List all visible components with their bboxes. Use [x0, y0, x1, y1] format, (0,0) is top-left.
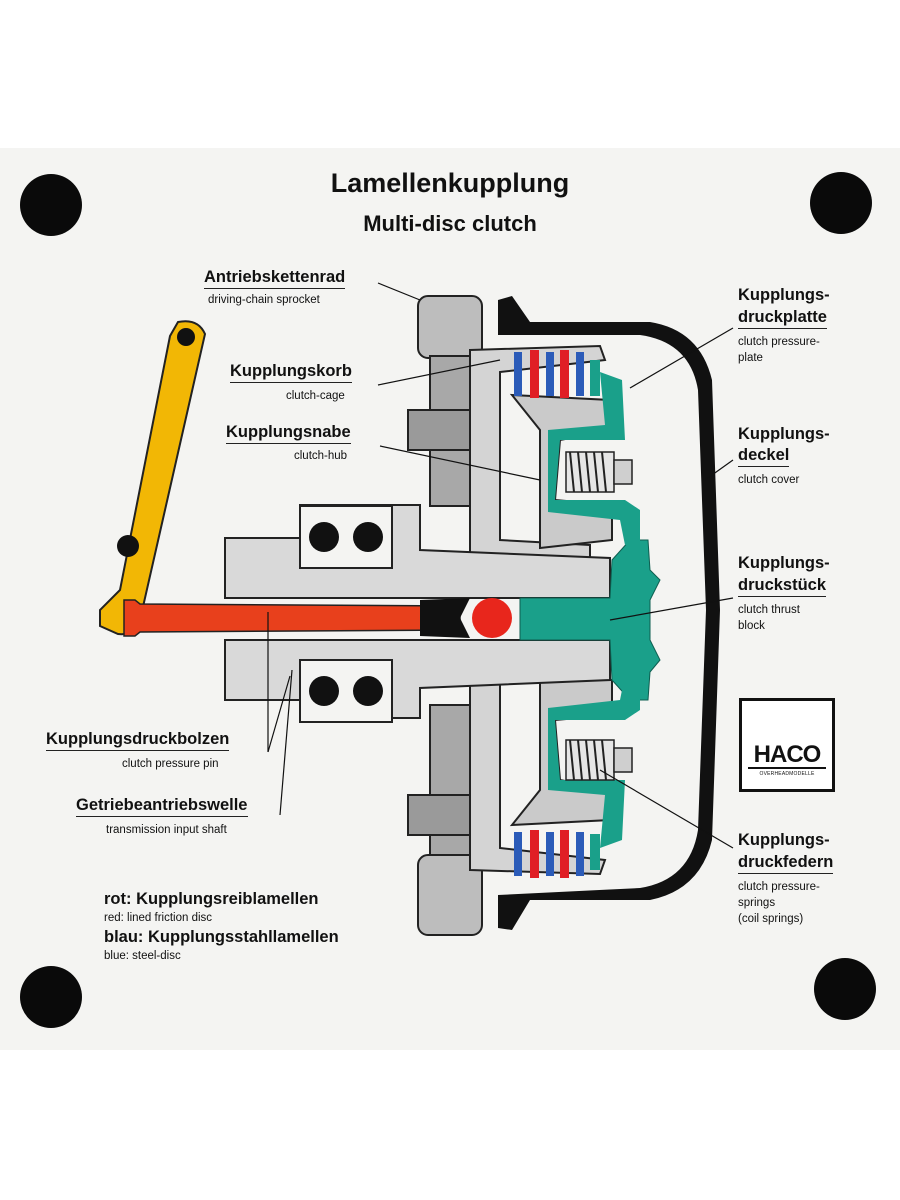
diagram-subtitle: Multi-disc clutch: [363, 211, 537, 236]
label-clutch-cage: Kupplungskorb: [230, 362, 352, 383]
mount-hole-bottom-left: [20, 966, 82, 1028]
label-pressure-springs-en-2: springs: [738, 897, 776, 909]
disc-pack-upper: [514, 350, 600, 398]
lever-pivot-middle: [117, 535, 139, 557]
label-clutch-cover-en: clutch cover: [738, 474, 800, 486]
label-clutch-hub: Kupplungsnabe: [226, 423, 351, 444]
label-pressure-pin-en: clutch pressure pin: [122, 758, 219, 770]
label-pressure-plate-1: Kupplungs-: [738, 286, 830, 304]
logo-wordmark: HACO: [753, 741, 822, 768]
label-thrust-block-1: Kupplungs-: [738, 554, 830, 572]
legend-blue-en: blue: steel-disc: [104, 950, 181, 962]
legend-red-en: red: lined friction disc: [104, 912, 213, 924]
label-sprocket-en: driving-chain sprocket: [208, 294, 320, 306]
haco-logo: HACO OVERHEADMODELLE: [739, 698, 835, 792]
pressure-pin-ball: [472, 598, 512, 638]
coil-spring-lower: [565, 739, 633, 781]
label-sprocket: Antriebskettenrad: [204, 268, 346, 289]
label-pressure-springs-2: druckfedern: [738, 853, 834, 874]
bearing-ball: [309, 522, 339, 552]
label-thrust-block-2: druckstück: [738, 576, 827, 597]
label-pressure-pin: Kupplungsdruckbolzen: [46, 730, 230, 751]
disc-pack-lower: [514, 830, 600, 878]
label-clutch-cover-1: Kupplungs-: [738, 425, 830, 443]
pressure-pin: [123, 599, 461, 637]
sprocket-lower: [417, 854, 483, 936]
logo-tagline: OVERHEADMODELLE: [759, 771, 815, 777]
pressure-plate-upper: [548, 372, 640, 545]
label-clutch-cage-en: clutch-cage: [286, 390, 345, 402]
label-pressure-plate-en-2: plate: [738, 352, 763, 364]
leader-lines: [267, 282, 734, 849]
label-pressure-plate-2: druckplatte: [738, 308, 827, 329]
label-clutch-cover-2: deckel: [738, 446, 790, 467]
mount-hole-bottom-right: [814, 958, 876, 1020]
label-thrust-block-en-2: block: [738, 620, 765, 632]
sprocket-upper: [417, 295, 483, 359]
label-pressure-springs-en-1: clutch pressure-: [738, 881, 820, 893]
mount-hole-top-left: [20, 174, 82, 236]
bearing-ball: [353, 676, 383, 706]
legend-red: rot: Kupplungsreiblamellen: [104, 890, 319, 908]
lever-pivot-top: [177, 328, 195, 346]
label-pressure-springs-en-3: (coil springs): [738, 913, 804, 925]
label-pressure-springs-1: Kupplungs-: [738, 831, 830, 849]
mount-hole-top-right: [810, 172, 872, 234]
label-input-shaft: Getriebeantriebswelle: [76, 796, 248, 817]
diagram-title: Lamellenkupplung: [330, 168, 570, 198]
logo-rule: [748, 767, 826, 769]
label-clutch-hub-en: clutch-hub: [294, 450, 348, 462]
label-input-shaft-en: transmission input shaft: [106, 824, 227, 836]
thrust-block: [519, 539, 661, 701]
bearing-ball: [309, 676, 339, 706]
release-lever: [99, 320, 207, 636]
coil-spring-upper: [565, 451, 633, 493]
label-thrust-block-en-1: clutch thrust: [738, 604, 800, 616]
pressure-plate-lower: [548, 675, 640, 848]
legend-blue: blau: Kupplungsstahllamellen: [104, 928, 339, 946]
shaft-seal: [420, 598, 470, 638]
label-pressure-plate-en-1: clutch pressure-: [738, 336, 820, 348]
bearing-ball: [353, 522, 383, 552]
clutch-cover: [498, 296, 720, 930]
